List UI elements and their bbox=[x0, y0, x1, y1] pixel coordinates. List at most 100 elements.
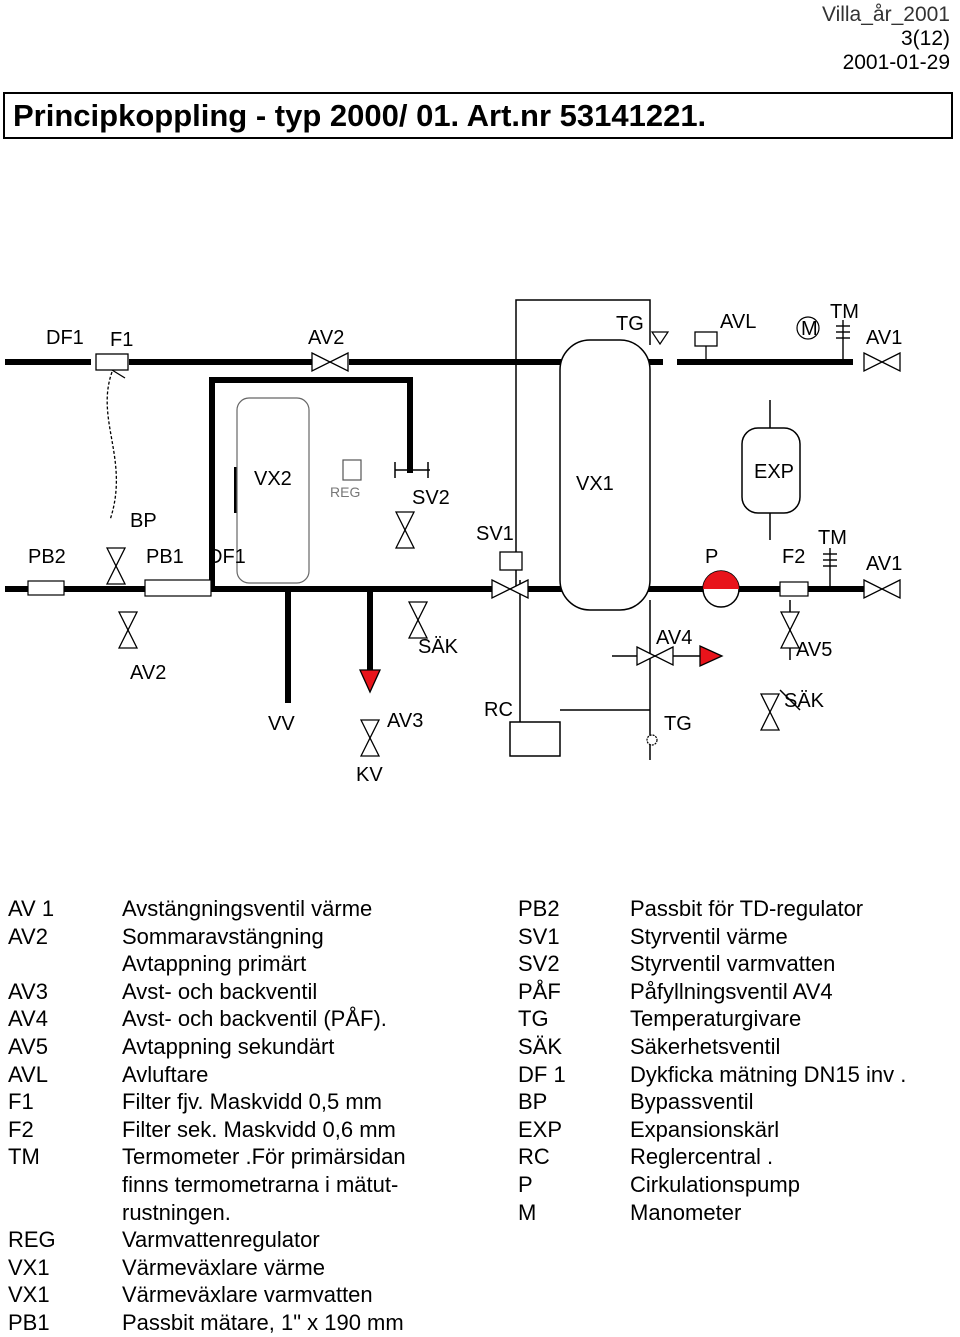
legend-description: Styrventil värme bbox=[630, 923, 788, 949]
label-tm-mid: TM bbox=[818, 527, 847, 549]
label-sv2: SV2 bbox=[412, 487, 450, 509]
tm-top-icon bbox=[836, 320, 850, 360]
label-rc: RC bbox=[484, 699, 513, 721]
label-m: M bbox=[801, 318, 818, 340]
label-av4: AV4 bbox=[656, 627, 692, 649]
legend-row: SV1 Styrventil värme bbox=[518, 923, 958, 951]
legend-code: AV3 bbox=[8, 978, 48, 1004]
legend-code: VX1 bbox=[8, 1282, 50, 1308]
label-sv1: SV1 bbox=[476, 523, 514, 545]
label-av2-top: AV2 bbox=[308, 327, 344, 349]
legend-description: finns termometrarna i mätut- bbox=[122, 1171, 399, 1197]
tg-top-icon bbox=[650, 331, 670, 346]
legend-code: SV2 bbox=[518, 951, 560, 977]
legend-description: Cirkulationspump bbox=[630, 1171, 800, 1197]
legend-code: VX1 bbox=[8, 1254, 50, 1280]
av3-red-valve-icon bbox=[358, 669, 382, 694]
pb1-icon bbox=[144, 579, 212, 597]
tg-low-icon bbox=[646, 734, 658, 746]
legend-code: PB2 bbox=[518, 896, 560, 921]
pump-icon bbox=[702, 570, 740, 608]
sv1-valve-icon bbox=[491, 579, 529, 599]
legend-description: Värmeväxlare värme bbox=[122, 1254, 325, 1280]
legend-row: VX1 Värmeväxlare värme bbox=[8, 1254, 488, 1282]
legend-description: Manometer bbox=[630, 1199, 742, 1225]
label-av5: AV5 bbox=[796, 639, 832, 661]
legend-description: Sommaravstängning bbox=[122, 923, 324, 949]
page-title: Principkoppling - typ 2000/ 01. Art.nr 5… bbox=[13, 98, 707, 133]
page-number: 3(12) bbox=[900, 27, 950, 50]
legend-code: AV2 bbox=[8, 923, 48, 949]
filter-f2-icon bbox=[779, 581, 809, 597]
label-pb2: PB2 bbox=[28, 546, 66, 568]
doc-name: Villa_år_2001 bbox=[821, 3, 950, 26]
legend-description: Passbit mätare, 1" x 190 mm bbox=[122, 1309, 404, 1335]
reg-regulator-icon bbox=[342, 459, 362, 481]
rc-icon bbox=[509, 721, 561, 757]
label-avl: AVL bbox=[720, 311, 756, 333]
label-av2-low: AV2 bbox=[130, 662, 166, 684]
legend-description: Säkerhetsventil bbox=[630, 1033, 781, 1059]
exp-vessel bbox=[741, 427, 801, 514]
legend-description: Passbit för TD-regulator bbox=[630, 896, 864, 921]
vx1-heat-exchanger bbox=[559, 339, 651, 611]
legend-row: SV2 Styrventil varmvatten bbox=[518, 950, 958, 978]
label-pb1: PB1 bbox=[146, 546, 184, 568]
filter-f1-icon bbox=[95, 353, 129, 521]
pb2-icon bbox=[27, 580, 65, 596]
label-av1-mid: AV1 bbox=[866, 553, 902, 575]
legend-code: EXP bbox=[518, 1116, 563, 1142]
av4-red-valve-icon bbox=[699, 644, 724, 668]
legend-description: Avst- och backventil (PÅF). bbox=[122, 1006, 387, 1032]
legend-description: Bypassventil bbox=[630, 1089, 754, 1115]
schematic-diagram: DF1 F1 AV2 TG AVL M TM AV1 VX2 REG SV2 V… bbox=[5, 299, 902, 786]
label-vx2: VX2 bbox=[254, 468, 292, 490]
av1-mid-valve-icon bbox=[863, 579, 901, 599]
legend-description: Filter fjv. Maskvidd 0,5 mm bbox=[122, 1089, 382, 1115]
legend-row: finns termometrarna i mätut- bbox=[8, 1171, 488, 1199]
legend-row: PB2 Passbit för TD-regulator bbox=[518, 895, 958, 923]
legend-row: Avtappning primärt bbox=[8, 950, 488, 978]
label-tg-top: TG bbox=[616, 313, 644, 335]
label-f2: F2 bbox=[782, 546, 805, 568]
legend-code: RC bbox=[518, 1144, 550, 1170]
label-bp: BP bbox=[130, 510, 157, 532]
legend-code: SV1 bbox=[518, 923, 560, 949]
legend-code: AV5 bbox=[8, 1033, 48, 1059]
legend-description: Filter sek. Maskvidd 0,6 mm bbox=[122, 1116, 396, 1142]
label-kv: KV bbox=[356, 764, 383, 786]
legend-description: Styrventil varmvatten bbox=[630, 951, 836, 977]
legend-row: AV4 Avst- och backventil (PÅF). bbox=[8, 1005, 488, 1033]
legend-description: Termometer .För primärsidan bbox=[122, 1144, 406, 1170]
sak-low-valve-icon bbox=[760, 693, 780, 731]
label-vx1: VX1 bbox=[576, 473, 614, 495]
label-df1-top: DF1 bbox=[46, 327, 84, 349]
doc-date: 2001-01-29 bbox=[842, 51, 950, 74]
legend-code: TM bbox=[8, 1144, 40, 1170]
sak-mid-valve-icon bbox=[408, 601, 428, 639]
legend-row: AV2 Sommaravstängning bbox=[8, 923, 488, 951]
label-df1-mid: DF1 bbox=[208, 546, 246, 568]
kv-valve-icon bbox=[360, 719, 380, 757]
legend-description: Påfyllningsventil AV4 bbox=[630, 978, 833, 1004]
legend-code: F2 bbox=[8, 1116, 34, 1142]
legend-code: AV4 bbox=[8, 1006, 48, 1032]
legend-description: Avstängningsventil värme bbox=[122, 896, 373, 921]
legend-description: Reglercentral . bbox=[630, 1144, 774, 1170]
legend-description: rustningen. bbox=[122, 1199, 231, 1225]
legend-description: Avluftare bbox=[122, 1061, 209, 1087]
